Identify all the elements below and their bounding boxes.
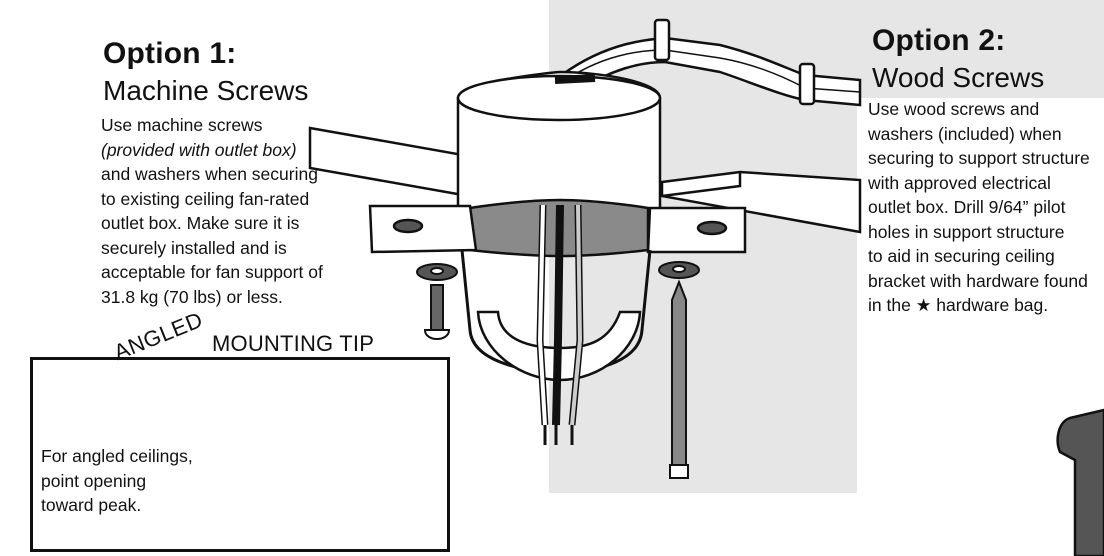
tip-mounting-label: MOUNTING TIP	[212, 331, 375, 356]
option2-text: Use wood screws and washers (included) w…	[868, 97, 1090, 318]
option2-heading: Option 2:	[872, 24, 1006, 57]
star-icon: ★	[915, 295, 932, 315]
angled-mounting-tip-box	[30, 357, 450, 552]
option1-text: Use machine screws (provided with outlet…	[101, 113, 323, 309]
option2-text-part2: hardware bag.	[931, 295, 1049, 315]
wires	[536, 204, 584, 445]
wood-screw	[658, 261, 700, 479]
option2-subheading: Wood Screws	[872, 62, 1045, 93]
option1-subheading: Machine Screws	[103, 75, 309, 106]
option2-text-part1: Use wood screws and washers (included) w…	[868, 99, 1090, 315]
drill-icon	[1056, 408, 1104, 556]
tip-text: For angled ceilings, point opening towar…	[41, 446, 193, 515]
option1-rest: and washers when securing to existing ce…	[101, 164, 323, 307]
option1-outlet-note: (provided with outlet box)	[101, 139, 297, 160]
ceiling-bracket	[368, 204, 747, 382]
option1-heading: Option 1:	[103, 37, 237, 70]
outlet-box	[456, 70, 662, 258]
option2-heading-background	[857, 0, 1104, 98]
machine-screw	[416, 263, 458, 340]
right-joist	[660, 170, 862, 234]
option1-line1: Use machine screws	[101, 115, 263, 135]
conduit-cable	[552, 18, 862, 107]
